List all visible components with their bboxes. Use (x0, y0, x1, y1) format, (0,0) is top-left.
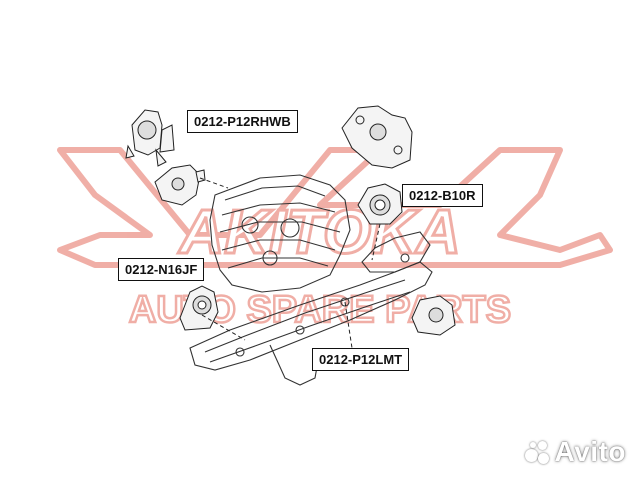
subframe (189, 231, 433, 386)
callout-0212-p12rhwb: 0212-P12RHWB (187, 110, 298, 133)
part-lmt-mount (411, 295, 456, 336)
callout-0212-n16jf: 0212-N16JF (118, 258, 205, 281)
avito-watermark: Avito (524, 436, 626, 468)
part-b10r-mount (357, 183, 403, 225)
callout-0212-b10r: 0212-B10R (402, 184, 483, 207)
callout-0212-p12lmt: 0212-P12LMT (312, 348, 410, 371)
engine-block (209, 174, 351, 293)
part-rhwb-mount (125, 109, 175, 167)
avito-logo-icon (524, 439, 551, 465)
watermark-top-text: AKITOKA (177, 198, 460, 267)
akitoka-logo-watermark: AKITOKA AUTO SPARE PARTS (57, 147, 613, 332)
leader-lines (199, 177, 381, 349)
part-b10r-bracket (341, 105, 413, 169)
part-rhwb-bracket (154, 164, 206, 206)
avito-watermark-text: Avito (554, 436, 626, 467)
